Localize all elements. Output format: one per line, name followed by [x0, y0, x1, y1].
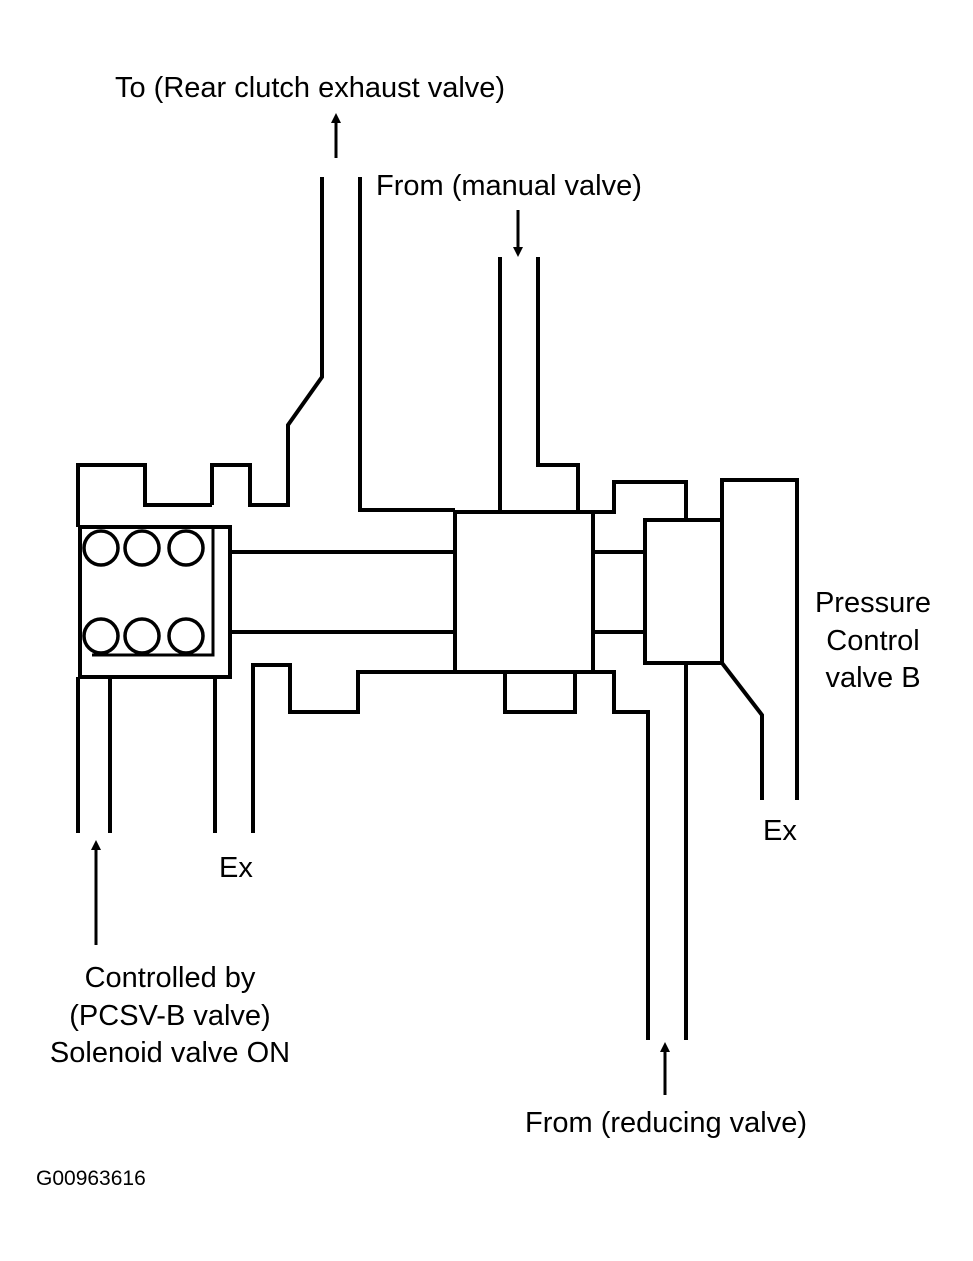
ex-label-right: Ex — [763, 815, 797, 847]
figure-id: G00963616 — [36, 1167, 146, 1190]
reducing-valve-label: From (reducing valve) — [525, 1107, 808, 1139]
right-spool-land — [643, 518, 724, 665]
lower-housing-left — [251, 663, 455, 833]
lower-middle-port — [503, 672, 577, 714]
controlled-by-line-3: Solenoid valve ON — [49, 1037, 291, 1070]
manual-valve-passage-right — [536, 257, 593, 514]
right-exhaust-inner — [720, 661, 764, 800]
pressure-control-line-2: Control — [826, 624, 920, 657]
pressure-control-label: Pressure Control valve B — [803, 585, 943, 698]
ex-label-left: Ex — [219, 852, 253, 884]
controlled-by-line-1: Controlled by — [84, 962, 256, 994]
manual-valve-label: From (manual valve) — [376, 170, 642, 202]
spring-housing — [78, 525, 232, 679]
pressure-control-line-1: Pressure — [814, 587, 932, 619]
upper-housing-left — [210, 177, 324, 507]
spring-coils — [82, 529, 205, 655]
main-spool-land — [453, 510, 595, 674]
reducing-valve-passage-left — [593, 670, 650, 1040]
rear-clutch-label: To (Rear clutch exhaust valve) — [115, 72, 506, 104]
upper-right-housing — [593, 480, 688, 520]
right-exhaust-outer — [720, 478, 799, 800]
rear-clutch-passage-right — [358, 177, 455, 512]
controlled-by-line-2: (PCSV-B valve) — [69, 999, 271, 1032]
controlled-by-label: Controlled by (PCSV-B valve) Solenoid va… — [20, 960, 320, 1073]
spring-inner-frame — [92, 527, 215, 657]
pressure-control-line-3: valve B — [825, 662, 921, 695]
spring-housing-top — [76, 463, 212, 527]
